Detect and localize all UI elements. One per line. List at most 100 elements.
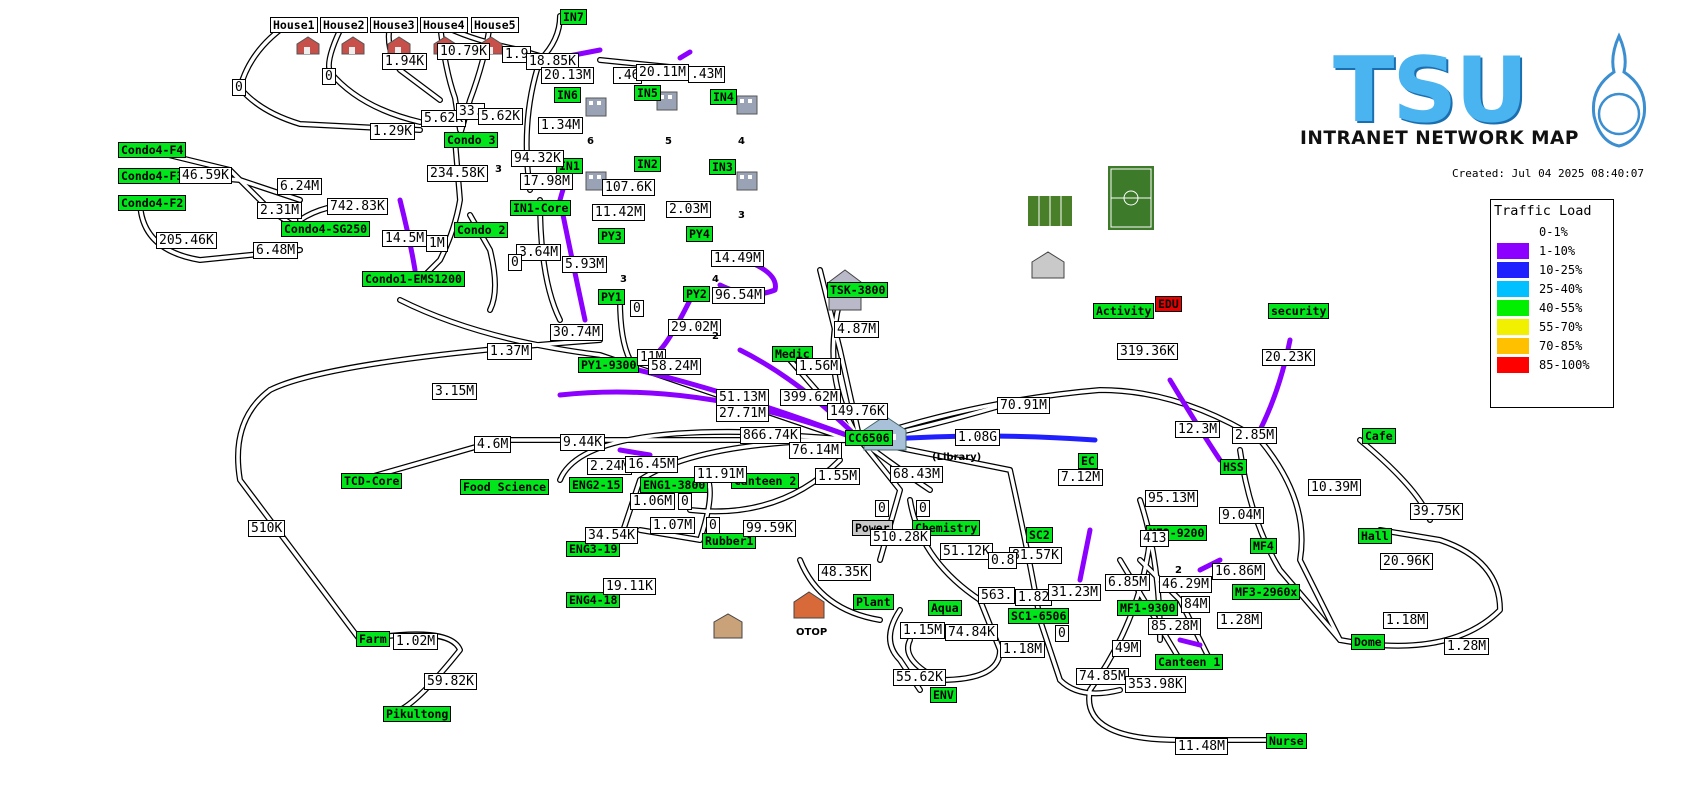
traffic-label[interactable]: 55.62K (893, 669, 946, 686)
traffic-label[interactable]: 1.07M (650, 517, 696, 534)
traffic-label[interactable]: 510.28K (870, 529, 931, 546)
node-house5[interactable]: House5 (471, 17, 519, 33)
traffic-label[interactable]: 39.75K (1410, 503, 1463, 520)
traffic-label[interactable]: 46.29M (1159, 576, 1212, 593)
traffic-label[interactable]: 149.76K (827, 403, 888, 420)
node-food-science[interactable]: Food Science (460, 479, 550, 495)
node-in6[interactable]: IN6 (554, 87, 581, 103)
traffic-label[interactable]: 94.32K (511, 150, 564, 167)
traffic-label[interactable]: 10.39M (1308, 479, 1361, 496)
traffic-label[interactable]: 74.85M (1076, 668, 1129, 685)
node-activity[interactable]: Activity (1093, 303, 1155, 319)
node-eng1-3800[interactable]: ENG1-3800 (640, 477, 709, 493)
traffic-label[interactable]: 84M (1181, 596, 1211, 613)
traffic-label[interactable]: 563. (978, 587, 1016, 604)
node-eng2-15[interactable]: ENG2-15 (569, 477, 624, 493)
node-cc6506[interactable]: CC6506 (845, 430, 893, 446)
node-rubber1[interactable]: Rubber1 (702, 533, 757, 549)
traffic-label[interactable]: 1.18M (1383, 612, 1429, 629)
node-house3[interactable]: House3 (370, 17, 418, 33)
traffic-label[interactable]: 1.08G (955, 429, 1001, 446)
node-house2[interactable]: House2 (320, 17, 368, 33)
traffic-label[interactable]: 99.59K (743, 520, 796, 537)
traffic-label[interactable]: 20.23K (1262, 349, 1315, 366)
node-mf3-2960x[interactable]: MF3-2960x (1232, 584, 1301, 600)
traffic-label[interactable]: 234.58K (427, 165, 488, 182)
traffic-label[interactable]: 96.54M (712, 287, 765, 304)
traffic-label[interactable]: 319.36K (1117, 343, 1178, 360)
node-house1[interactable]: House1 (270, 17, 318, 33)
traffic-label[interactable]: 4.87M (834, 321, 880, 338)
traffic-label[interactable]: 68.43M (890, 466, 943, 483)
traffic-label[interactable]: 3.15M (432, 383, 478, 400)
node-hall[interactable]: Hall (1358, 528, 1392, 544)
traffic-label[interactable]: 413 (1140, 530, 1170, 547)
traffic-label[interactable]: 76.14M (789, 442, 842, 459)
traffic-label[interactable]: 0 (916, 500, 930, 517)
traffic-label[interactable]: 1.28M (1217, 612, 1263, 629)
node-cafe[interactable]: Cafe (1362, 428, 1396, 444)
traffic-label[interactable]: 1.82 (1015, 589, 1053, 606)
traffic-label[interactable]: 59.82K (424, 673, 477, 690)
node-edu[interactable]: EDU (1155, 296, 1182, 312)
node-py3[interactable]: PY3 (598, 228, 625, 244)
node-dome[interactable]: Dome (1351, 634, 1385, 650)
node-tsk-3800[interactable]: TSK-3800 (827, 282, 889, 298)
traffic-label[interactable]: 27.71M (716, 405, 769, 422)
traffic-label[interactable]: 5.93M (562, 256, 608, 273)
traffic-label[interactable]: 0 (1055, 625, 1069, 642)
traffic-label[interactable]: 1.37M (487, 343, 533, 360)
traffic-label[interactable]: 95.13M (1145, 490, 1198, 507)
traffic-label[interactable]: 20.11M (636, 64, 689, 81)
node-in4[interactable]: IN4 (710, 89, 737, 105)
traffic-label[interactable]: 14.5M (382, 230, 428, 247)
traffic-label[interactable]: 46.59K (179, 167, 232, 184)
traffic-label[interactable]: 866.74K (740, 427, 801, 444)
traffic-label[interactable]: 6.24M (277, 178, 323, 195)
traffic-label[interactable]: 1.9 (502, 46, 532, 63)
traffic-label[interactable]: 5.62K (421, 110, 467, 127)
traffic-label[interactable]: 16.86M (1212, 563, 1265, 580)
node-plant[interactable]: Plant (853, 594, 894, 610)
traffic-label[interactable]: 1M (426, 235, 448, 252)
traffic-label[interactable]: 107.6K (602, 179, 655, 196)
node-mf4[interactable]: MF4 (1250, 538, 1277, 554)
traffic-label[interactable]: 0 (508, 254, 522, 271)
traffic-label[interactable]: 74.84K (945, 624, 998, 641)
node-tcd-core[interactable]: TCD-Core (341, 473, 403, 489)
traffic-label[interactable]: 9.04M (1219, 507, 1265, 524)
traffic-label[interactable]: 31.23M (1048, 584, 1101, 601)
node-ec[interactable]: EC (1078, 453, 1098, 469)
traffic-label[interactable]: 353.98K (1125, 676, 1186, 693)
node-condo4-f2[interactable]: Condo4-F2 (118, 195, 187, 211)
node-eng3-19[interactable]: ENG3-19 (566, 541, 621, 557)
traffic-label[interactable]: 11.91M (694, 466, 747, 483)
traffic-label[interactable]: 16.45M (625, 456, 678, 473)
node-in7[interactable]: IN7 (560, 9, 587, 25)
traffic-label[interactable]: 6.48M (253, 242, 299, 259)
node-sc1-6506[interactable]: SC1-6506 (1008, 608, 1070, 624)
traffic-label[interactable]: 85.28M (1148, 618, 1201, 635)
node-house4[interactable]: House4 (420, 17, 468, 33)
node-py4[interactable]: PY4 (686, 226, 713, 242)
traffic-label[interactable]: 6.85M (1105, 574, 1151, 591)
traffic-label[interactable]: 51.12K (940, 543, 993, 560)
traffic-label[interactable]: 399.62M (780, 389, 841, 406)
traffic-label[interactable]: 48.35K (818, 564, 871, 581)
node-canteen2[interactable]: Canteen 2 (731, 473, 800, 489)
traffic-label[interactable]: 205.46K (156, 232, 217, 249)
traffic-label[interactable]: 742.83K (327, 198, 388, 215)
traffic-label[interactable]: 2.24M (587, 458, 633, 475)
node-farm[interactable]: Farm (356, 631, 390, 647)
traffic-label[interactable]: 1.28M (1444, 638, 1490, 655)
node-nurse[interactable]: Nurse (1266, 733, 1307, 749)
node-in3[interactable]: IN3 (709, 159, 736, 175)
traffic-label[interactable]: 70.91M (997, 397, 1050, 414)
node-condo4-sg250[interactable]: Condo4-SG250 (281, 221, 371, 237)
traffic-label[interactable]: 1.18M (1000, 641, 1046, 658)
traffic-label[interactable]: 20.13M (541, 67, 594, 84)
traffic-label[interactable]: 29.02M (668, 319, 721, 336)
traffic-label[interactable]: 1.15M (900, 622, 946, 639)
traffic-label[interactable]: 3.64M (516, 244, 562, 261)
traffic-label[interactable]: 2.85M (1232, 427, 1278, 444)
